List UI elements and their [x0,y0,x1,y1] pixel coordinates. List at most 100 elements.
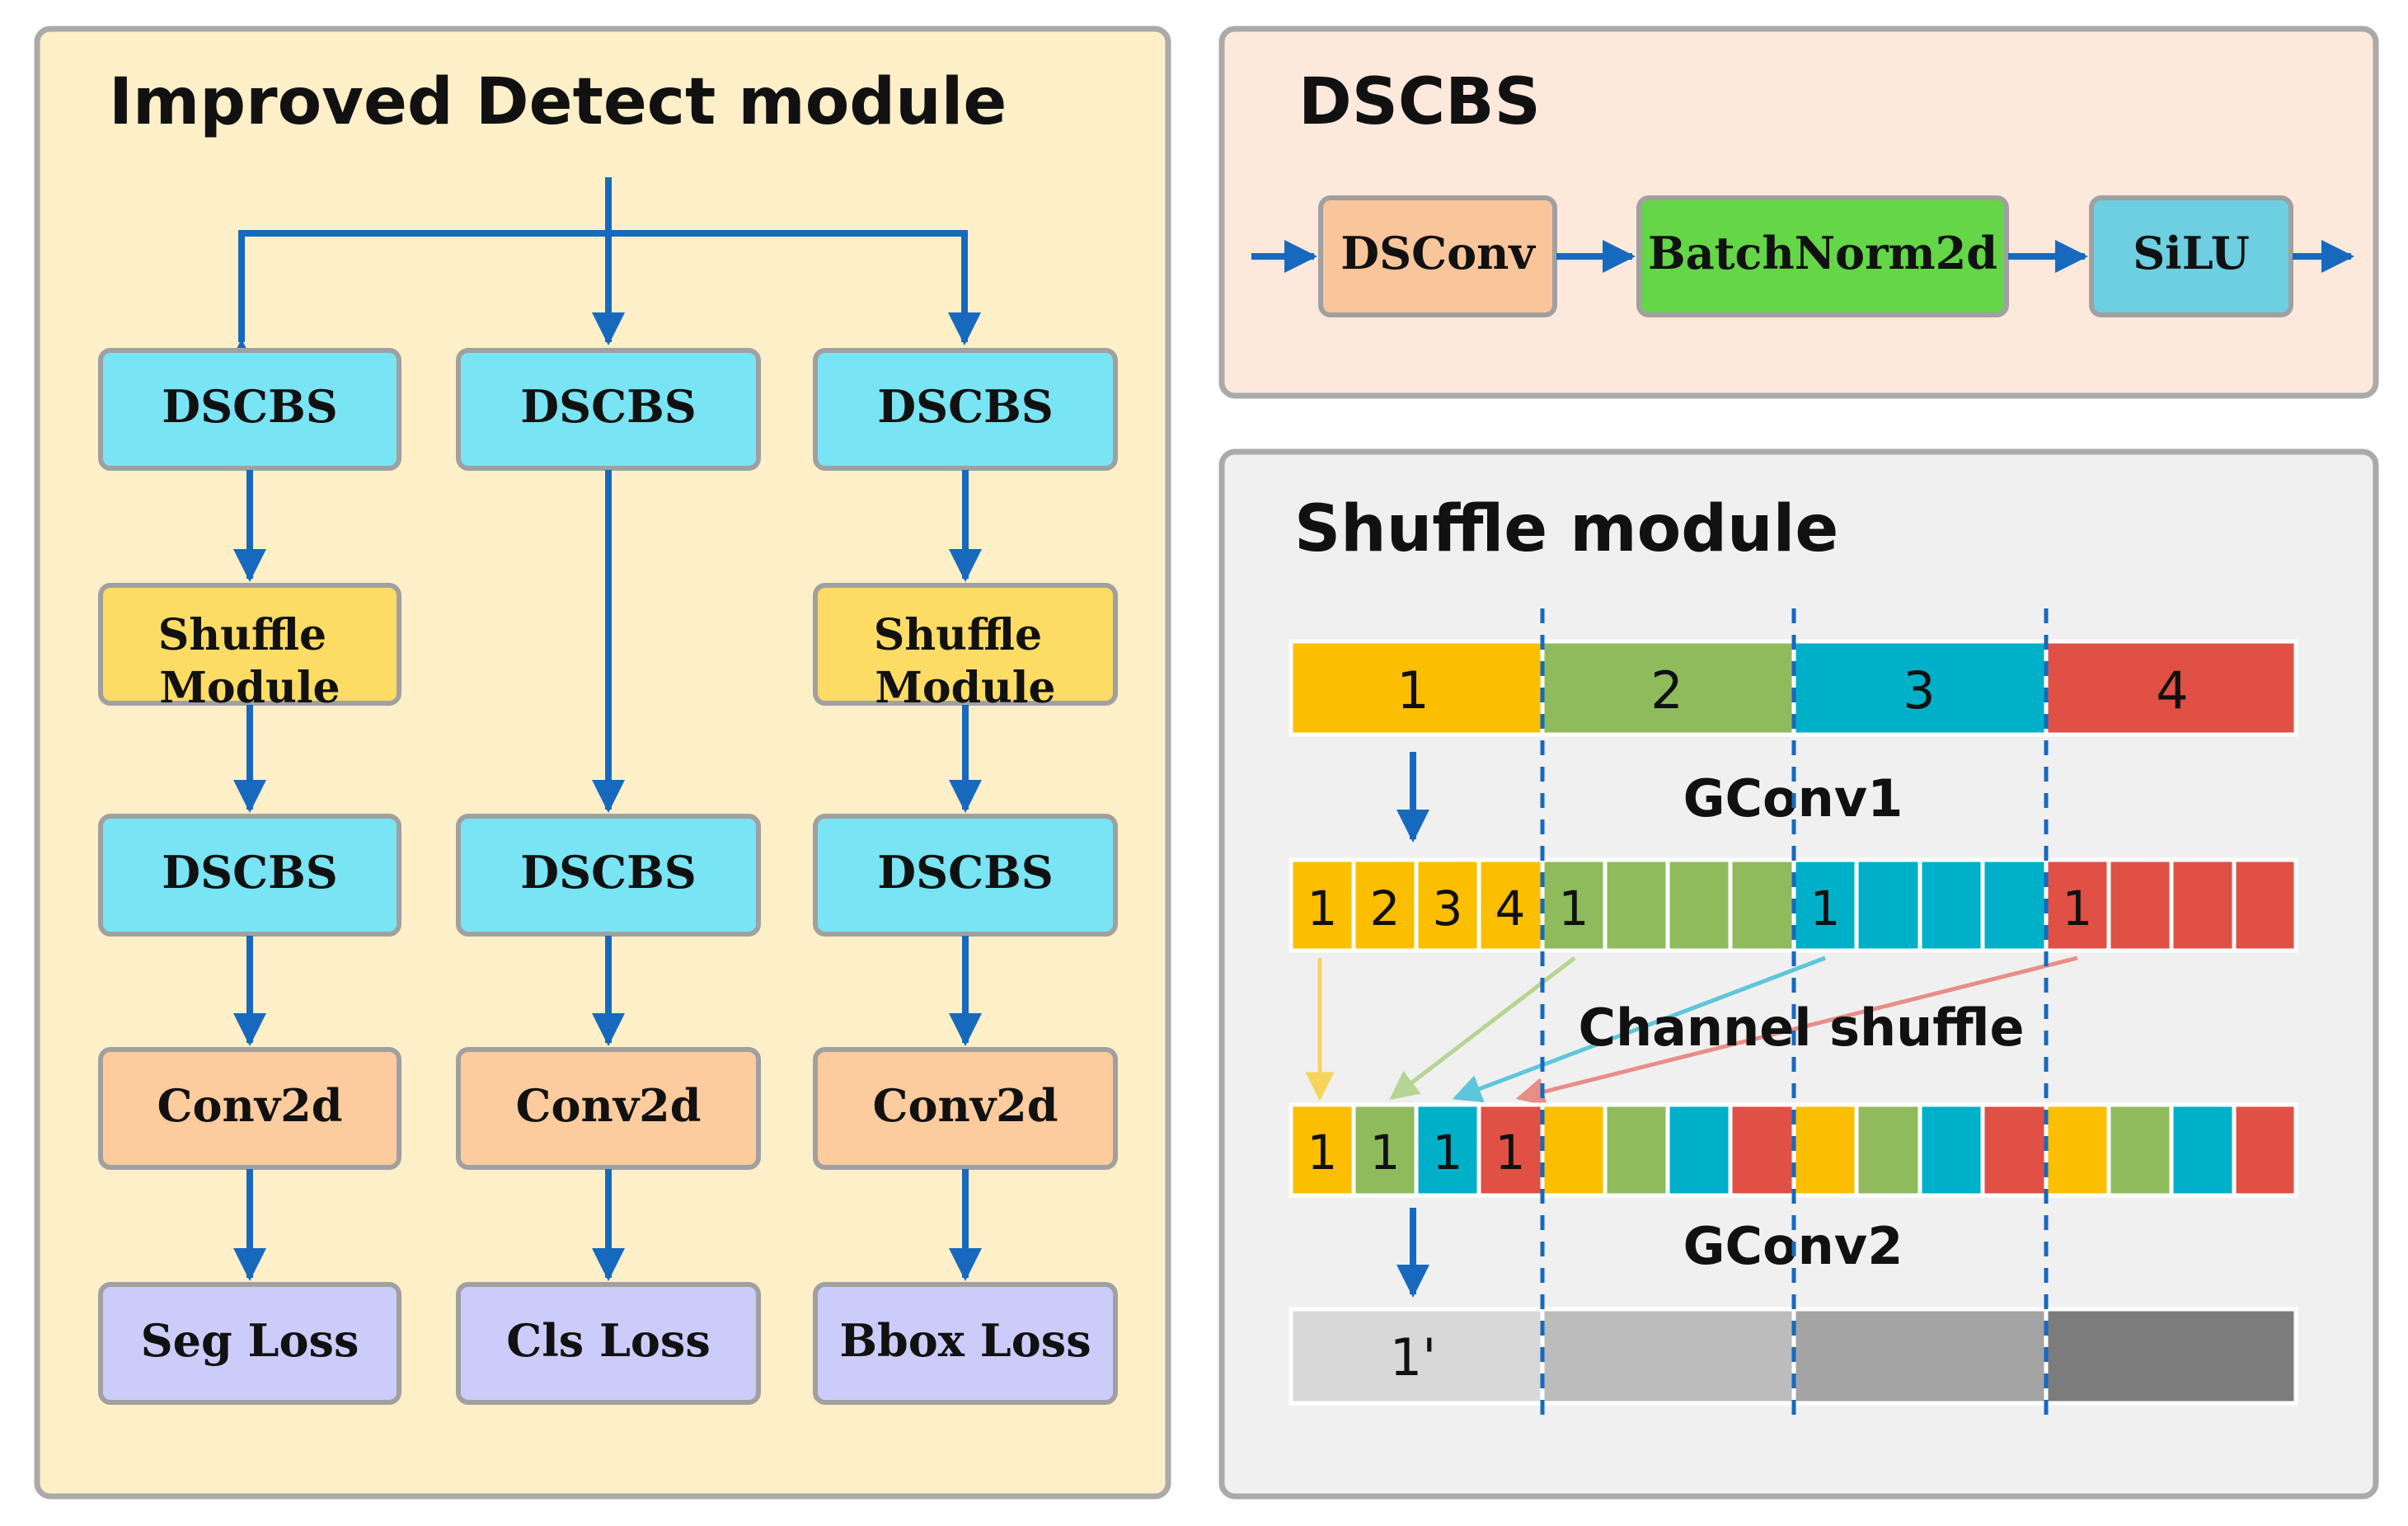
dscbs-label: DSCBS [877,380,1053,433]
shuffled-cell-label: 1 [1307,1125,1338,1181]
shuffle-module-box [98,583,401,706]
dscbs-label: DSCBS [877,846,1053,899]
shuffle-module-label-line2: Module [159,663,340,713]
channel-cell-label: 1 [2063,880,2093,937]
shuffled-cell [1980,1102,2049,1198]
shuffled-cell [2232,1102,2298,1198]
channel-cell [1540,857,1608,953]
shuffle-module-label: Shuffle Module [158,610,341,713]
branch-bbox: DSCBS Shuffle Module DSCBS Conv2d Bbox L… [813,348,1118,1405]
output-block-2 [1540,1307,1796,1406]
dscbs-label: DSCBS [162,846,337,899]
dscbs-panel: DSCBS DSConv BatchNorm2d SiLU [1218,26,2379,399]
shuffled-cell [1854,1102,1922,1198]
dscbs-box [456,348,761,471]
dscbs-label: DSCBS [162,380,337,433]
shuffled-cell [2106,1102,2174,1198]
dsconv-box [1318,195,1557,317]
channel-cell [1414,857,1481,953]
shuffle-panel-title: Shuffle module [1294,492,1838,566]
seg-loss-box [98,1282,401,1405]
dsconv-label: DSConv [1340,227,1536,279]
channel-cell [2232,857,2298,953]
shuffled-cell [1476,1102,1545,1198]
group-2-label: 2 [1650,660,1683,721]
shuffle-panel: Shuffle module 1 2 3 4 GConv1 [1218,448,2379,1500]
batchnorm2d-box [1636,195,2009,317]
shuffled-cell [1351,1102,1419,1198]
shuffled-cell [1791,1102,1859,1198]
dscbs-box [98,814,401,937]
channel-cell-label: 3 [1433,880,1463,937]
shuffle-module-label-line1: Shuffle [158,610,326,660]
channel-cell [2169,857,2237,953]
conv2d-label: Conv2d [873,1079,1058,1132]
channel-shuffle-label: Channel shuffle [1578,998,2024,1058]
dscbs-label: DSCBS [520,846,696,899]
group-separators [1540,608,2049,1425]
conv2d-box [98,1047,401,1170]
channel-cell-label: 4 [1495,880,1526,937]
dscbs-box [98,348,401,471]
channel-cell [1603,857,1670,953]
shuffled-cell [1665,1102,1733,1198]
dscbs-box [813,814,1118,937]
output-block-3 [1791,1307,2049,1406]
channel-cell [2106,857,2174,953]
seg-loss-label: Seg Loss [141,1314,359,1367]
channel-cell [1791,857,1859,953]
group-1-block [1288,639,1545,737]
dscbs-box [813,348,1118,471]
group-3-label: 3 [1903,660,1935,721]
detect-panel-background [34,26,1171,1500]
channel-cell-label: 2 [1370,880,1401,937]
gconv1-output-row: 1 2 3 4 1 1 1 [1288,857,2298,953]
output-block-4 [2044,1307,2298,1406]
conv2d-box [456,1047,761,1170]
shuffled-cell [1414,1102,1481,1198]
channel-cell [1288,857,1356,953]
channel-cell [1728,857,1796,953]
channel-cell [1854,857,1922,953]
shuffled-cell-label: 1 [1370,1125,1401,1181]
channel-cell [1980,857,2049,953]
shuffled-cell [2169,1102,2237,1198]
input-groups-row: 1 2 3 4 [1288,639,2298,737]
cls-loss-box [456,1282,761,1405]
channel-cell [1665,857,1733,953]
silu-box [2089,195,2293,317]
group-1-label: 1 [1396,660,1429,721]
shuffled-cell [2044,1102,2111,1198]
silu-label: SiLU [2133,227,2250,279]
shuffled-row: 1 1 1 1 [1288,1102,2298,1198]
cls-loss-label: Cls Loss [506,1314,710,1367]
channel-cell [1917,857,1985,953]
bbox-loss-label: Bbox Loss [839,1314,1091,1367]
shuffle-module-label: Shuffle Module [874,610,1057,713]
shuffled-cell [1603,1102,1670,1198]
batchnorm2d-label: BatchNorm2d [1648,227,1997,279]
conv2d-label: Conv2d [516,1079,702,1132]
group-4-label: 4 [2156,660,2188,721]
shuffle-arrow-cyan [1452,956,1826,1103]
shuffled-cell-label: 1 [1433,1125,1463,1181]
branch-seg: DSCBS Shuffle Module DSCBS Conv2d Seg Lo… [98,348,401,1405]
channel-cell-label: 1 [1559,880,1589,937]
shuffled-cell [1728,1102,1796,1198]
channel-cell-label: 1 [1307,880,1338,937]
conv2d-label: Conv2d [157,1079,343,1132]
dscbs-box [456,814,761,937]
shuffle-module-label-line1: Shuffle [874,610,1042,660]
branch-cls: DSCBS DSCBS Conv2d Cls Loss [456,348,761,1405]
channel-cell-label: 1 [1810,880,1841,937]
shuffled-cell [1540,1102,1608,1198]
shuffled-cell-label: 1 [1495,1125,1526,1181]
output-row: 1' [1288,1307,2298,1406]
shuffle-arrow-red [1515,956,2078,1106]
output-label: 1' [1390,1327,1437,1387]
channel-cell [2044,857,2111,953]
dscbs-label: DSCBS [520,380,696,433]
group-4-block [2044,639,2298,737]
channel-cell [1476,857,1545,953]
